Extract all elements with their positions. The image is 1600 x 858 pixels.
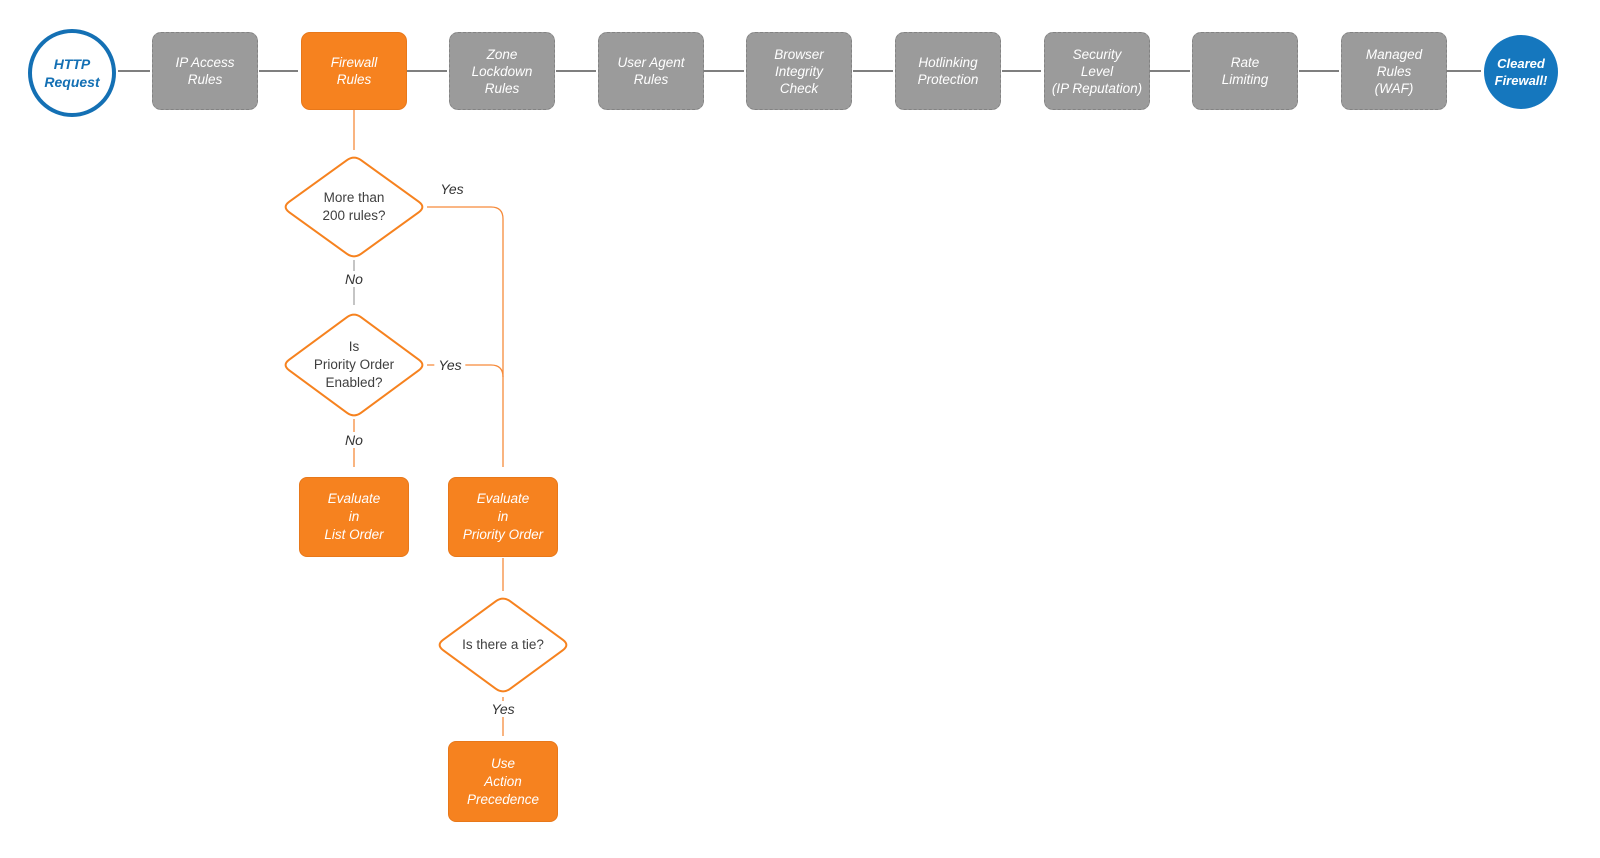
diamond-shape (438, 597, 568, 693)
node-managed-rules-waf: Managed Rules (WAF) (1341, 32, 1447, 110)
node-use-action-precedence-label: Use Action Precedence (466, 755, 540, 807)
diamond-shape (284, 156, 424, 258)
node-cleared-firewall: Cleared Firewall! (1484, 35, 1558, 109)
node-cleared-firewall-label: Cleared Firewall! (1494, 56, 1548, 88)
node-rate-limiting-label: Rate Limiting (1221, 55, 1269, 87)
edge-label-decision2-no: No (341, 432, 367, 448)
node-evaluate-in-list-order: Evaluate in List Order (299, 477, 409, 557)
connector-decision1-yes-to-priority-order (427, 206, 504, 467)
node-use-action-precedence: Use Action Precedence (448, 741, 558, 822)
node-hotlinking-protection-label: Hotlinking Protection (917, 55, 979, 87)
edge-label-decision1-yes: Yes (440, 181, 464, 197)
node-firewall-rules-label: Firewall Rules (330, 55, 378, 87)
decision-priority-order-enabled: Is Priority Order Enabled? (281, 311, 427, 419)
node-evaluate-in-priority-order: Evaluate in Priority Order (448, 477, 558, 557)
node-user-agent-rules-label: User Agent Rules (617, 55, 685, 87)
decision-more-than-200-rules-label: More than 200 rules? (322, 190, 386, 223)
node-http-request: HTTP Request (28, 29, 116, 117)
decision-is-there-a-tie: Is there a tie? (435, 595, 571, 695)
diamond-shape (284, 313, 424, 417)
node-http-request-label: HTTP Request (44, 56, 100, 90)
node-rate-limiting: Rate Limiting (1192, 32, 1298, 110)
decision-more-than-200-rules: More than 200 rules? (281, 154, 427, 260)
node-ip-access-rules-label: IP Access Rules (175, 55, 235, 87)
node-zone-lockdown-rules: Zone Lockdown Rules (449, 32, 555, 110)
node-security-level-label: Security Level (IP Reputation) (1051, 46, 1143, 96)
edge-label-decision2-yes: Yes (434, 357, 466, 373)
edge-label-decision1-no: No (341, 271, 367, 287)
edge-label-decision3-yes: Yes (487, 701, 519, 717)
node-user-agent-rules: User Agent Rules (598, 32, 704, 110)
connector-decision2-yes-join (427, 364, 504, 378)
node-browser-integrity-check-label: Browser Integrity Check (774, 46, 824, 96)
node-browser-integrity-check: Browser Integrity Check (746, 32, 852, 110)
node-firewall-rules: Firewall Rules (301, 32, 407, 110)
node-managed-rules-waf-label: Managed Rules (WAF) (1365, 46, 1423, 96)
node-hotlinking-protection: Hotlinking Protection (895, 32, 1001, 110)
node-zone-lockdown-rules-label: Zone Lockdown Rules (471, 46, 533, 96)
node-security-level: Security Level (IP Reputation) (1044, 32, 1150, 110)
node-evaluate-in-list-order-label: Evaluate in List Order (324, 491, 384, 542)
node-evaluate-in-priority-order-label: Evaluate in Priority Order (462, 491, 544, 542)
decision-is-there-a-tie-label: Is there a tie? (462, 637, 544, 652)
node-ip-access-rules: IP Access Rules (152, 32, 258, 110)
decision-priority-order-enabled-label: Is Priority Order Enabled? (313, 339, 395, 390)
